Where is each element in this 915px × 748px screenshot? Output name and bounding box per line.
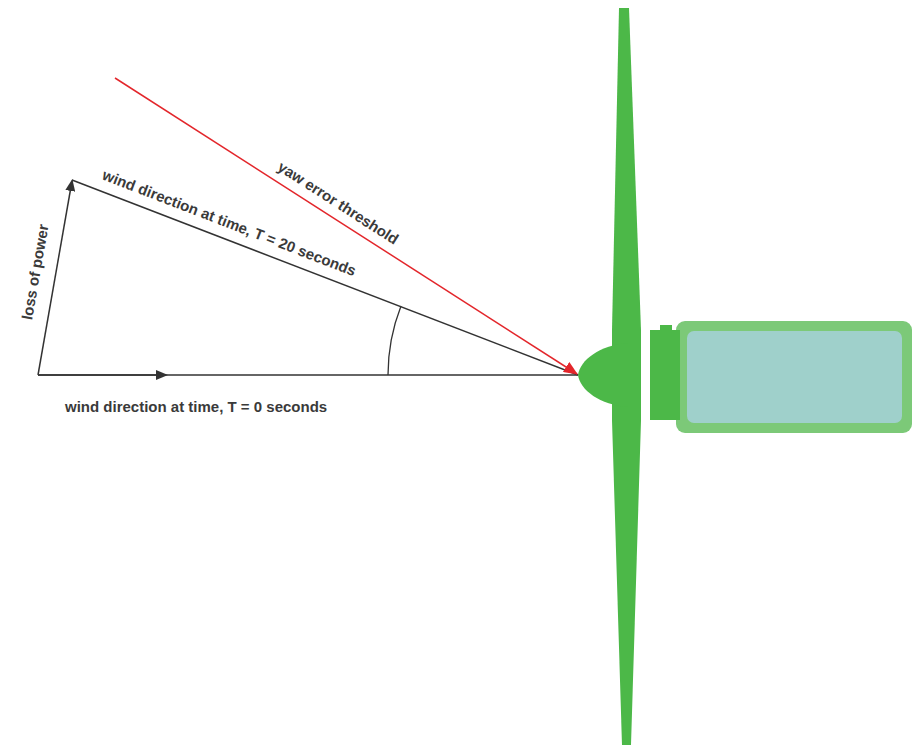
nacelle-housing <box>676 321 912 433</box>
wind-arrow-t0 <box>38 374 166 376</box>
wind-direction-label: wind direction at time, T = 0 seconds <box>65 398 327 416</box>
axis-label: loss of power <box>18 223 52 321</box>
yaw-threshold-line <box>115 78 577 374</box>
wind-line-t20 <box>72 180 578 375</box>
nacelle-window <box>687 331 902 423</box>
threshold-label: yaw error threshold <box>274 158 402 249</box>
hub-plate <box>660 325 672 355</box>
wind-line-t0 <box>38 374 578 376</box>
nose-cone <box>578 343 628 407</box>
angle-arc <box>388 306 401 375</box>
